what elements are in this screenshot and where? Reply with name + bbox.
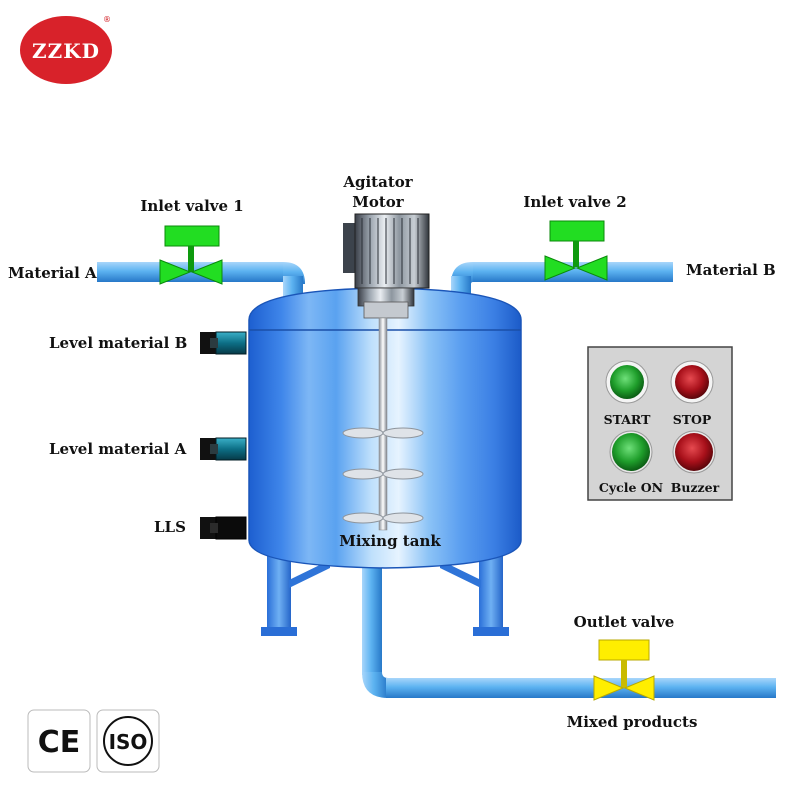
agitator-blades [342,427,424,524]
start-button[interactable] [605,360,649,404]
stop-label: STOP [673,412,712,427]
level-sensor-b [200,331,247,355]
start-label: START [604,412,652,427]
outlet-valve-label: Outlet valve [574,613,675,631]
ce-mark: CE [38,725,81,760]
agitator-shaft [378,317,388,531]
level-sensor-a [200,437,247,461]
agitator-label-line1: Agitator [342,173,413,191]
agitator-label-line2: Motor [352,193,405,211]
logo-text: ZZKD [32,39,100,63]
cycle-on-button[interactable] [609,430,653,474]
inlet-valve-2[interactable] [544,220,608,281]
brand-logo: ZZKD ® [20,15,112,84]
outlet-valve[interactable] [593,639,655,701]
logo-badge [20,16,112,84]
material-b-label: Material B [686,261,776,279]
agitator-motor [343,213,430,319]
buzzer-label: Buzzer [671,480,720,495]
iso-badge: ISO [96,709,160,773]
outlet-pipe [362,555,776,698]
inlet-pipe-a [97,262,305,300]
level-material-b-label: Level material B [49,334,187,352]
cycle-on-label: Cycle ON [599,480,663,495]
control-panel: START STOP Cycle ON Buzzer [587,346,733,501]
mixed-products-label: Mixed products [567,713,698,731]
lls-sensor [200,516,247,540]
inlet-valve-1[interactable] [159,225,223,285]
material-a-label: Material A [8,264,97,282]
registered-mark: ® [103,15,111,24]
mixing-tank-label: Mixing tank [339,532,441,550]
buzzer-button[interactable] [672,430,716,474]
iso-mark: ISO [109,730,148,754]
lls-label: LLS [154,518,186,536]
level-material-a-label: Level material A [49,440,187,458]
stop-button[interactable] [670,360,714,404]
inlet-valve-2-label: Inlet valve 2 [523,193,626,211]
inlet-valve-1-label: Inlet valve 1 [140,197,243,215]
ce-badge: CE [27,709,91,773]
